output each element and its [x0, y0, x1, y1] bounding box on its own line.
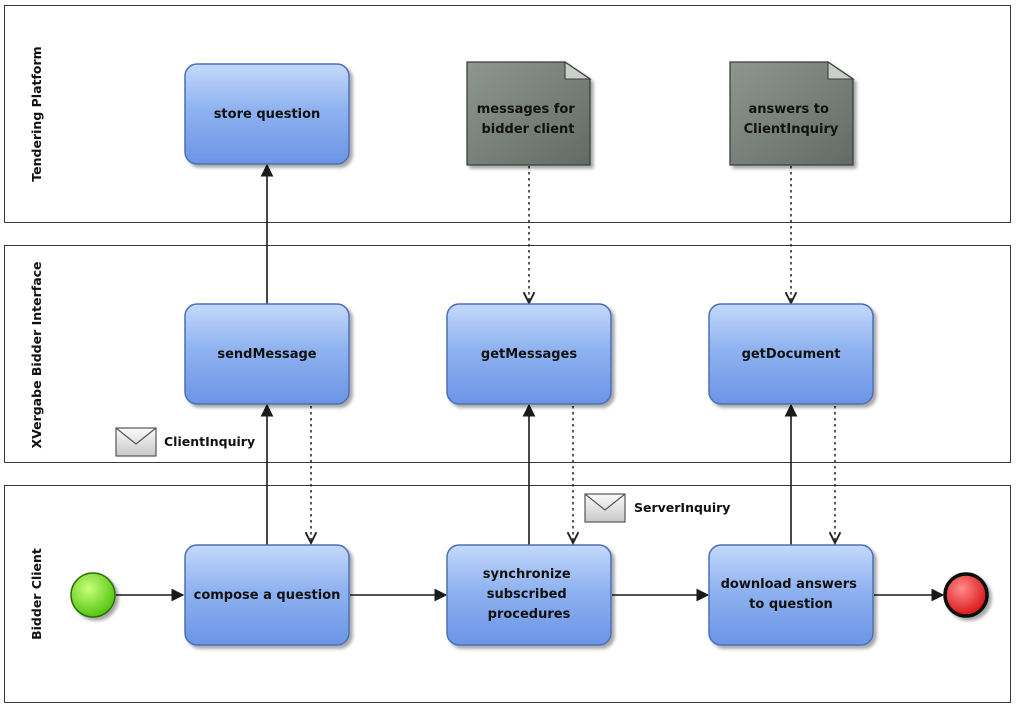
task-label: sendMessage: [217, 347, 316, 362]
task-download-answers[interactable]: download answers to question: [708, 544, 874, 646]
message-server-inquiry: ServerInquiry: [584, 493, 730, 523]
svg-text:sendMessage: sendMessage: [217, 347, 316, 362]
document-label-line-2: bidder client: [481, 122, 574, 137]
task-send-message[interactable]: sendMessage: [184, 303, 350, 405]
flows-solid: [116, 163, 945, 602]
task-label: compose a question: [194, 588, 341, 603]
task-label-line-1: synchronize: [483, 567, 571, 582]
envelope-icon: [584, 493, 626, 523]
task-label-line-2: subscribed: [487, 587, 567, 602]
task-label-line-2: to question: [749, 597, 833, 612]
task-store-question[interactable]: store question: [184, 63, 350, 165]
svg-text:download answers to ques: download answers to question: [721, 577, 862, 612]
document-label-line-1: answers to: [749, 102, 829, 117]
lane-label-tendering: Tendering Platform: [29, 46, 44, 181]
svg-text:getDocument: getDocument: [742, 347, 841, 362]
message-label: ServerInquiry: [634, 500, 730, 515]
task-label: getDocument: [742, 347, 841, 362]
svg-text:answers to ClientInquiry: answers to ClientInquiry: [744, 102, 839, 137]
document-messages-for-bidder[interactable]: messages for bidder client: [466, 60, 592, 166]
task-label-line-3: procedures: [488, 607, 571, 622]
document-answers-to-inquiry[interactable]: answers to ClientInquiry: [729, 60, 855, 166]
task-get-messages[interactable]: getMessages: [446, 303, 612, 405]
message-label: ClientInquiry: [164, 434, 255, 449]
document-label-line-1: messages for: [477, 102, 576, 117]
lane-label-client: Bidder Client: [29, 548, 44, 640]
task-compose-question[interactable]: compose a question: [184, 544, 350, 646]
task-synchronize-procedures[interactable]: synchronize subscribed procedures: [446, 544, 612, 646]
task-get-document[interactable]: getDocument: [708, 303, 874, 405]
flows-dotted: [311, 166, 835, 543]
svg-text:messages for bidder clie: messages for bidder client: [477, 102, 580, 137]
envelope-icon: [115, 427, 157, 457]
start-event[interactable]: [70, 572, 116, 618]
svg-text:store question: store question: [214, 107, 321, 122]
svg-text:compose a question: compose a question: [194, 588, 341, 603]
task-label: getMessages: [481, 347, 577, 362]
message-client-inquiry: ClientInquiry: [115, 427, 255, 457]
svg-text:getMessages: getMessages: [481, 347, 577, 362]
task-label: store question: [214, 107, 321, 122]
lane-label-interface: XVergabe Bidder Interface: [29, 261, 44, 448]
end-event[interactable]: [943, 572, 989, 618]
svg-text:synchronize subscribed: synchronize subscribed procedures: [483, 567, 575, 622]
task-label-line-1: download answers: [721, 577, 857, 592]
document-label-line-2: ClientInquiry: [744, 122, 839, 137]
